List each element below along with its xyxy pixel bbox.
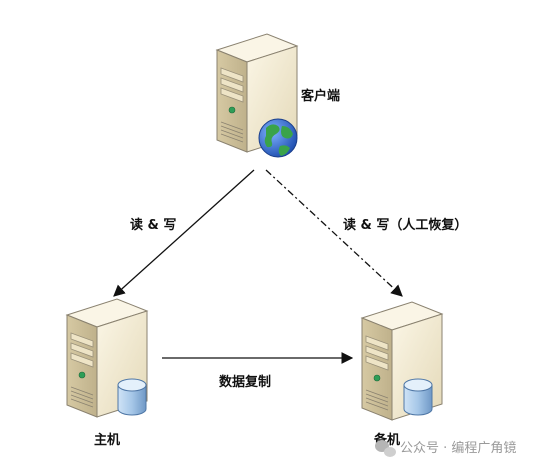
edge-label-replication: 数据复制 xyxy=(219,374,271,390)
globe-icon xyxy=(258,118,298,158)
primary-server-icon xyxy=(66,298,148,418)
client-server-icon xyxy=(216,33,298,158)
arrow-client-to-standby xyxy=(265,169,403,297)
wechat-icon xyxy=(375,440,396,457)
database-icon xyxy=(403,378,433,416)
watermark-text: 公众号 · 编程广角镜 xyxy=(400,441,516,456)
primary-label: 主机 xyxy=(94,432,120,448)
edge-label-client-primary: 读 & 写 xyxy=(130,217,176,233)
standby-server-icon xyxy=(361,301,443,421)
database-icon xyxy=(117,378,147,416)
arrow-client-to-primary xyxy=(113,169,255,297)
client-label: 客户端 xyxy=(301,88,340,104)
edge-label-client-standby: 读 & 写（人工恢复） xyxy=(343,217,467,233)
watermark: 公众号 · 编程广角镜 xyxy=(375,440,516,457)
